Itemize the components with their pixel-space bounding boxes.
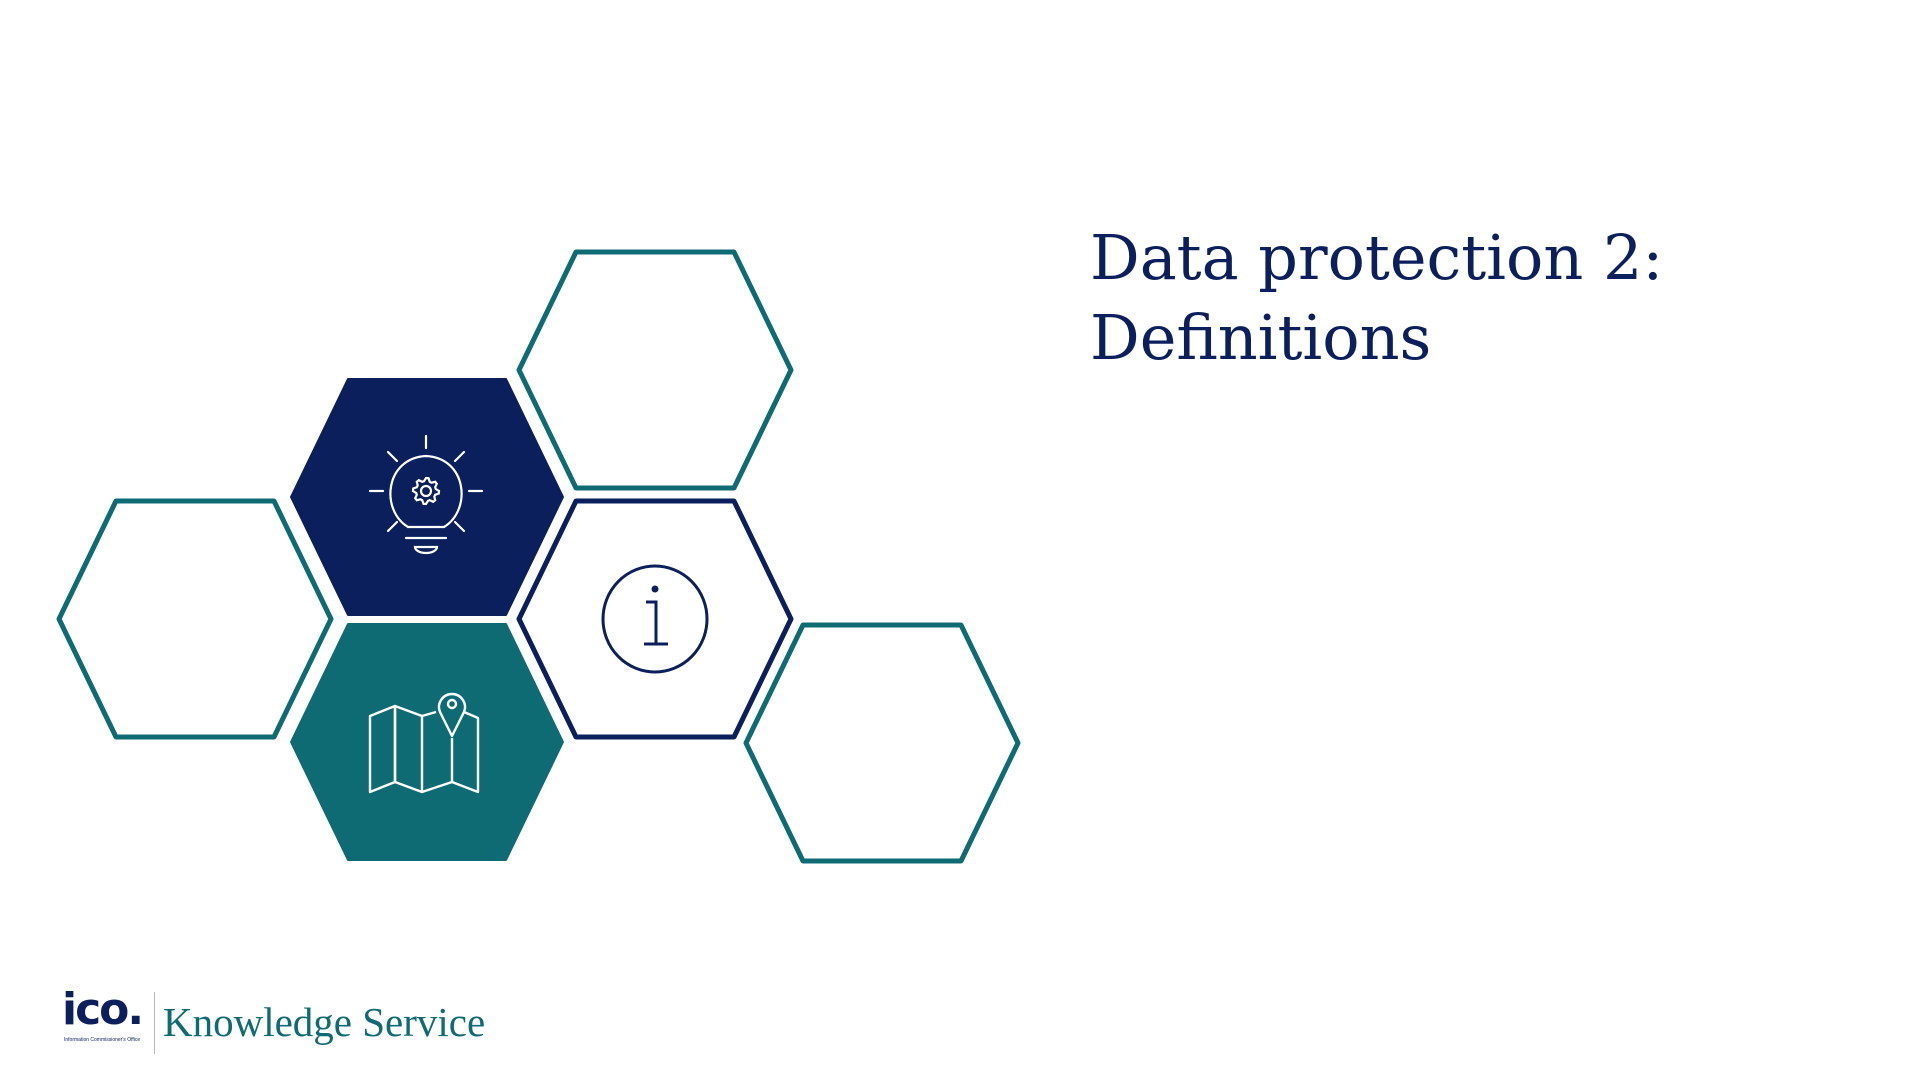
info-icon bbox=[601, 564, 709, 674]
ico-logo-subtext: Information Commissioner's Office bbox=[64, 1037, 141, 1043]
slide-title: Data protection 2: Definitions bbox=[1090, 218, 1663, 378]
hexagon-teal-filled bbox=[290, 623, 564, 861]
hexagon-outline-left bbox=[56, 498, 334, 740]
hexagon-outline-info bbox=[516, 498, 794, 740]
ico-logo-text: ico. bbox=[62, 984, 144, 1035]
logo-divider bbox=[154, 992, 155, 1054]
hexagon-outline-right bbox=[743, 622, 1021, 864]
title-line-1: Data protection 2: bbox=[1090, 221, 1664, 294]
map-pin-icon bbox=[368, 692, 480, 794]
hexagon-outline-top bbox=[516, 249, 794, 491]
lightbulb-gear-icon bbox=[368, 434, 484, 555]
title-line-2: Definitions bbox=[1090, 301, 1432, 374]
service-name: Knowledge Service bbox=[163, 999, 486, 1045]
